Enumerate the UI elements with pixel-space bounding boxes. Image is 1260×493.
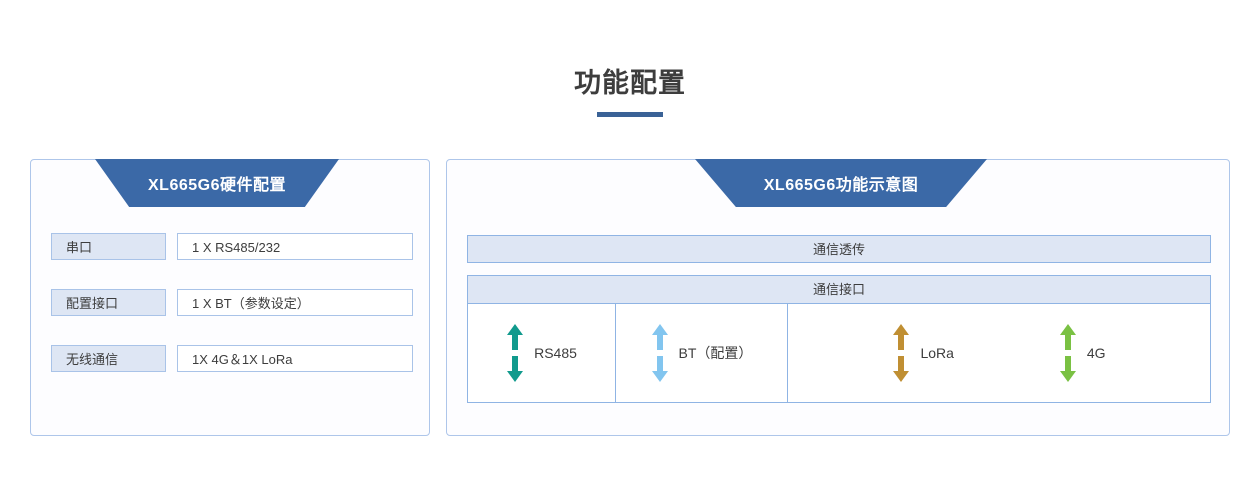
hardware-config-banner: XL665G6硬件配置 — [95, 159, 339, 207]
spec-value-wireless: 1X 4G＆1X LoRa — [177, 345, 413, 372]
function-diagram: 通信透传 通信接口 RS485 — [467, 235, 1211, 403]
interface-cell-rs485: RS485 — [468, 304, 616, 402]
page-title: 功能配置 — [574, 68, 686, 98]
double-arrow-icon — [1059, 324, 1077, 382]
interface-cell-bt: BT（配置） — [616, 304, 788, 402]
spec-label-config-port: 配置接口 — [51, 289, 166, 316]
function-diagram-panel: XL665G6功能示意图 通信透传 通信接口 RS485 — [446, 159, 1230, 436]
table-row: 无线通信 1X 4G＆1X LoRa — [51, 345, 413, 372]
bar-transparent-transmission: 通信透传 — [467, 235, 1211, 263]
spec-value-serial: 1 X RS485/232 — [177, 233, 413, 260]
function-diagram-banner: XL665G6功能示意图 — [695, 159, 987, 207]
interface-label-bt: BT（配置） — [678, 345, 753, 361]
spec-label-wireless: 无线通信 — [51, 345, 166, 372]
double-arrow-icon — [892, 324, 910, 382]
spec-label-serial: 串口 — [51, 233, 166, 260]
interface-item-bt: BT（配置） — [651, 324, 753, 382]
page-title-block: 功能配置 — [0, 66, 1260, 117]
title-underline-rule — [597, 112, 663, 117]
interface-item-rs485: RS485 — [506, 324, 577, 382]
double-arrow-icon — [506, 324, 524, 382]
interface-cell-wireless: LoRa 4G — [788, 304, 1210, 402]
interface-label-lora: LoRa — [920, 345, 954, 361]
hardware-spec-list: 串口 1 X RS485/232 配置接口 1 X BT（参数设定） 无线通信 … — [51, 233, 413, 372]
bar-communication-interface: 通信接口 — [467, 275, 1211, 303]
interface-label-4g: 4G — [1086, 345, 1106, 361]
spec-value-config-port: 1 X BT（参数设定） — [177, 289, 413, 316]
hardware-config-panel: XL665G6硬件配置 串口 1 X RS485/232 配置接口 1 X BT… — [30, 159, 430, 436]
double-arrow-icon — [651, 324, 669, 382]
interface-label-rs485: RS485 — [534, 345, 577, 361]
table-row: 串口 1 X RS485/232 — [51, 233, 413, 260]
interface-cells: RS485 BT（配置） — [467, 303, 1211, 403]
table-row: 配置接口 1 X BT（参数设定） — [51, 289, 413, 316]
interface-item-4g: 4G — [1059, 324, 1106, 382]
interface-item-lora: LoRa — [892, 324, 954, 382]
